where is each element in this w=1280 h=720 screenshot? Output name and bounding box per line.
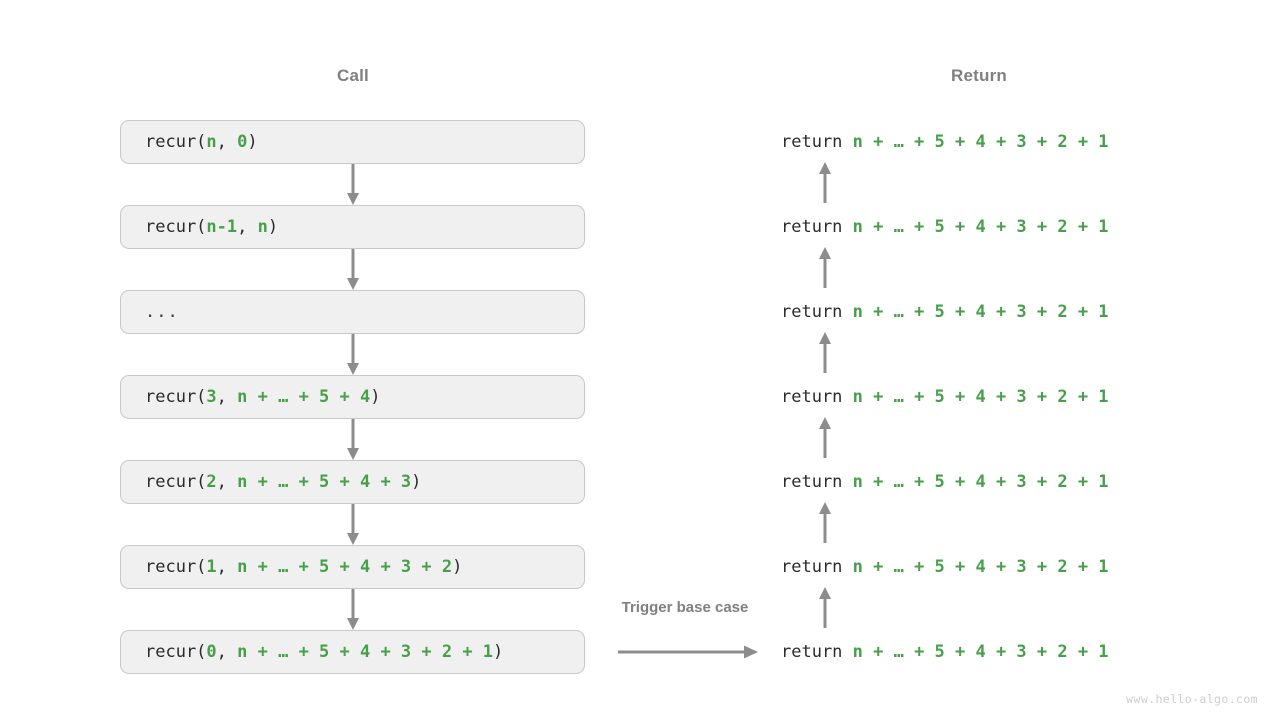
call-arg-separator: ,	[216, 642, 238, 662]
call-arg-separator: ,	[216, 472, 238, 492]
return-up-arrow	[818, 587, 832, 628]
return-up-arrow	[818, 502, 832, 543]
call-close-paren: )	[370, 387, 381, 407]
watermark: www.hello-algo.com	[1126, 692, 1258, 706]
call-frame-text: recur(2, n + … + 5 + 4 + 3)	[121, 472, 421, 492]
return-expression: n + … + 5 + 4 + 3 + 2 + 1	[852, 642, 1109, 662]
call-close-paren: )	[411, 472, 422, 492]
call-down-arrow	[346, 334, 360, 375]
call-frame-box: recur(n-1, n)	[120, 205, 585, 249]
base-case-transition-arrow	[618, 644, 758, 660]
return-expression: n + … + 5 + 4 + 3 + 2 + 1	[852, 217, 1109, 237]
call-down-arrow	[346, 164, 360, 205]
call-down-arrow	[346, 589, 360, 630]
call-fn-name: recur(	[145, 642, 207, 662]
call-frame-text: recur(0, n + … + 5 + 4 + 3 + 2 + 1)	[121, 642, 503, 662]
call-close-paren: )	[247, 132, 258, 152]
return-statement: return n + … + 5 + 4 + 3 + 2 + 1	[781, 555, 1109, 579]
return-up-arrow	[818, 417, 832, 458]
call-arg-1: 2	[206, 472, 217, 492]
return-statement: return n + … + 5 + 4 + 3 + 2 + 1	[781, 640, 1109, 664]
call-frame-ellipsis: ...	[145, 302, 179, 322]
call-frame-box: recur(3, n + … + 5 + 4)	[120, 375, 585, 419]
call-column-heading: Call	[337, 66, 369, 85]
call-frame-box: recur(n, 0)	[120, 120, 585, 164]
call-arg-1: 3	[206, 387, 217, 407]
call-arg-2: n + … + 5 + 4 + 3	[237, 472, 412, 492]
call-close-paren: )	[267, 217, 279, 237]
return-expression: n + … + 5 + 4 + 3 + 2 + 1	[852, 472, 1109, 492]
call-arg-2: n + … + 5 + 4	[237, 387, 371, 407]
call-frame-box: ...	[120, 290, 585, 334]
call-frame-box: recur(0, n + … + 5 + 4 + 3 + 2 + 1)	[120, 630, 585, 674]
return-keyword: return	[781, 132, 853, 152]
return-keyword: return	[781, 557, 853, 577]
call-arg-separator: ,	[216, 557, 238, 577]
call-arg-separator: ,	[216, 132, 238, 152]
call-arg-separator: ,	[216, 387, 238, 407]
call-arg-2: 0	[237, 132, 248, 152]
call-frame-text: recur(n-1, n)	[121, 217, 278, 237]
call-down-arrow	[346, 249, 360, 290]
trigger-base-case-label: Trigger base case	[621, 599, 749, 616]
return-statement: return n + … + 5 + 4 + 3 + 2 + 1	[781, 385, 1109, 409]
call-arg-1: 0	[206, 642, 217, 662]
call-arg-2: n + … + 5 + 4 + 3 + 2	[237, 557, 453, 577]
call-fn-name: recur(	[145, 472, 207, 492]
return-expression: n + … + 5 + 4 + 3 + 2 + 1	[852, 302, 1109, 322]
call-frame-box: recur(1, n + … + 5 + 4 + 3 + 2)	[120, 545, 585, 589]
call-arg-2: n + … + 5 + 4 + 3 + 2 + 1	[237, 642, 494, 662]
return-statement: return n + … + 5 + 4 + 3 + 2 + 1	[781, 130, 1109, 154]
call-frame-text: recur(n, 0)	[121, 132, 258, 152]
call-frame-text: recur(1, n + … + 5 + 4 + 3 + 2)	[121, 557, 462, 577]
return-up-arrow	[818, 332, 832, 373]
return-expression: n + … + 5 + 4 + 3 + 2 + 1	[852, 132, 1109, 152]
call-frame-box: recur(2, n + … + 5 + 4 + 3)	[120, 460, 585, 504]
return-statement: return n + … + 5 + 4 + 3 + 2 + 1	[781, 215, 1109, 239]
call-arg-separator: ,	[237, 217, 258, 237]
call-arg-2: n	[257, 217, 268, 237]
return-keyword: return	[781, 217, 853, 237]
return-keyword: return	[781, 642, 853, 662]
return-expression: n + … + 5 + 4 + 3 + 2 + 1	[852, 557, 1109, 577]
call-fn-name: recur(	[145, 217, 207, 237]
call-fn-name: recur(	[145, 387, 207, 407]
return-column-heading: Return	[951, 66, 1007, 85]
return-keyword: return	[781, 302, 853, 322]
return-statement: return n + … + 5 + 4 + 3 + 2 + 1	[781, 300, 1109, 324]
call-fn-name: recur(	[145, 557, 207, 577]
call-arg-1: 1	[206, 557, 217, 577]
return-up-arrow	[818, 247, 832, 288]
call-down-arrow	[346, 504, 360, 545]
call-close-paren: )	[493, 642, 504, 662]
call-down-arrow	[346, 419, 360, 460]
return-expression: n + … + 5 + 4 + 3 + 2 + 1	[852, 387, 1109, 407]
call-arg-1: n-1	[206, 217, 238, 237]
call-fn-name: recur(	[145, 132, 207, 152]
return-up-arrow	[818, 162, 832, 203]
return-keyword: return	[781, 387, 853, 407]
call-arg-1: n	[206, 132, 217, 152]
call-frame-text: recur(3, n + … + 5 + 4)	[121, 387, 380, 407]
return-keyword: return	[781, 472, 853, 492]
call-close-paren: )	[452, 557, 463, 577]
return-statement: return n + … + 5 + 4 + 3 + 2 + 1	[781, 470, 1109, 494]
